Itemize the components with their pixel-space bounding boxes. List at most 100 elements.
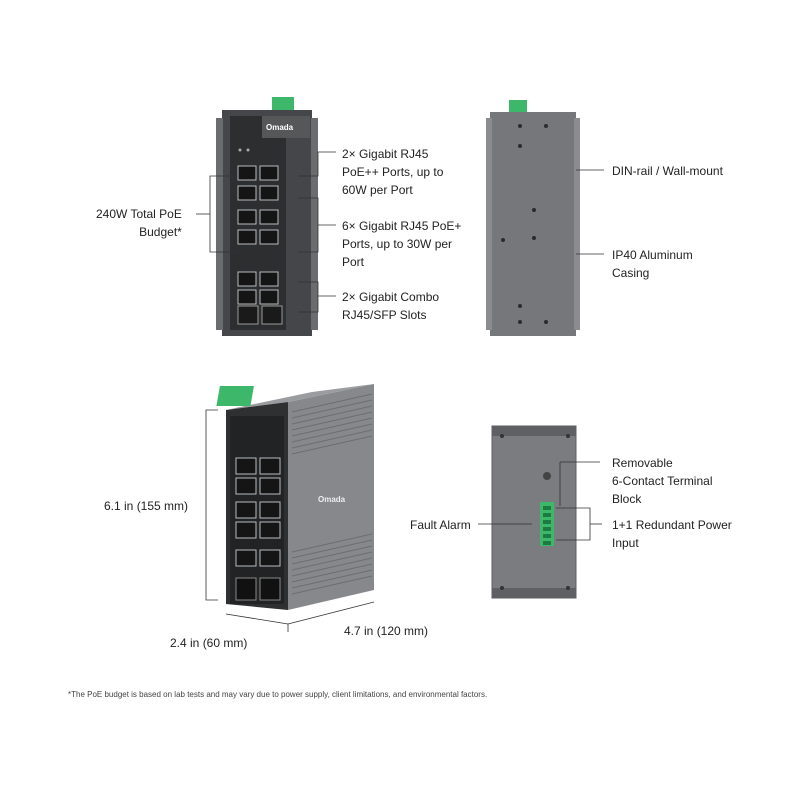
- iso-view: Omada: [216, 384, 374, 610]
- iso-top-panel: [226, 384, 374, 410]
- footnote: *The PoE budget is based on lab tests an…: [68, 690, 488, 699]
- rj45-port: [237, 289, 257, 305]
- iso-terminal-icon: [216, 386, 254, 406]
- iso-brand: Omada: [318, 495, 346, 504]
- bottom-edge: [492, 588, 576, 598]
- fin-line: [291, 411, 373, 431]
- fin-line: [291, 435, 373, 455]
- rj45-port: [259, 501, 281, 519]
- fin-line: [291, 557, 373, 577]
- side-terminal-icon: [509, 100, 527, 114]
- label-depth: 2.4 in (60 mm): [170, 636, 248, 650]
- dim-depth: [225, 613, 289, 625]
- iso-ports: [235, 457, 281, 567]
- rj45-port: [235, 501, 257, 519]
- iso-sfp-slot: [235, 577, 257, 601]
- label-fault: Fault Alarm: [410, 518, 471, 532]
- rj45-port: [235, 457, 257, 475]
- callout-lines: [196, 151, 604, 632]
- front-brand: Omada: [266, 123, 294, 132]
- top-view: [491, 425, 577, 599]
- label-casing: IP40 Aluminum Casing: [612, 248, 693, 280]
- fin-line: [291, 405, 373, 425]
- screw-icon: [518, 144, 522, 148]
- led-icon: [238, 148, 242, 152]
- top-edge: [492, 426, 576, 436]
- iso-sfp-slot: [259, 577, 281, 601]
- rj45-port: [237, 185, 257, 201]
- side-view: [486, 100, 580, 336]
- rj45-port: [235, 521, 257, 539]
- ground-screw-icon: [543, 472, 551, 480]
- screw-icon: [518, 124, 522, 128]
- screw-icon: [544, 320, 548, 324]
- label-height: 6.1 in (155 mm): [104, 499, 189, 513]
- fin-line: [291, 393, 373, 413]
- led-icon: [246, 148, 250, 152]
- rj45-port: [259, 549, 281, 567]
- fin-line: [291, 569, 373, 589]
- sfp-slot: [261, 305, 283, 325]
- label-poe-plus-plus: 2× Gigabit RJ45 PoE++ Ports, up to 60W p…: [342, 147, 444, 197]
- label-poe-plus: 6× Gigabit RJ45 PoE+ Ports, up to 30W pe…: [342, 219, 462, 269]
- iso-fins: [291, 393, 373, 595]
- fin-line: [291, 551, 373, 571]
- side-fins-right: [574, 118, 580, 330]
- label-width: 4.7 in (120 mm): [344, 624, 429, 638]
- fin-line: [291, 423, 373, 443]
- fin-line: [291, 429, 373, 449]
- screw-icon: [532, 208, 536, 212]
- rj45-port: [259, 165, 279, 181]
- front-fins-left: [216, 118, 223, 330]
- screw-icon: [544, 124, 548, 128]
- screw-icon: [532, 236, 536, 240]
- screw-icon: [518, 320, 522, 324]
- rj45-port: [235, 549, 257, 567]
- fin-line: [291, 563, 373, 583]
- rj45-port: [259, 271, 279, 287]
- fin-line: [291, 545, 373, 565]
- screw-icon: [500, 434, 504, 438]
- rj45-port: [259, 229, 279, 245]
- rj45-port: [259, 457, 281, 475]
- screw-icon: [518, 304, 522, 308]
- rj45-port: [237, 165, 257, 181]
- rj45-port: [237, 229, 257, 245]
- label-mount: DIN-rail / Wall-mount: [612, 164, 723, 178]
- rj45-port: [235, 477, 257, 495]
- screw-icon: [501, 238, 505, 242]
- dim-height: [205, 409, 218, 601]
- terminal-block-icon: [272, 97, 294, 111]
- screw-icon: [566, 434, 570, 438]
- rj45-port: [259, 289, 279, 305]
- front-logo-plate: [262, 116, 310, 138]
- rj45-port: [237, 271, 257, 287]
- screw-icon: [566, 586, 570, 590]
- rj45-port: [237, 209, 257, 225]
- side-body: [490, 112, 576, 336]
- sfp-slot: [237, 305, 259, 325]
- rj45-port: [259, 209, 279, 225]
- screw-icon: [500, 586, 504, 590]
- fin-line: [291, 417, 373, 437]
- label-terminal: Removable 6-Contact Terminal Block: [612, 456, 713, 506]
- rj45-port: [259, 477, 281, 495]
- label-power: 1+1 Redundant Power Input: [612, 518, 732, 550]
- dim-width: [287, 601, 375, 625]
- fin-line: [291, 533, 373, 553]
- rj45-port: [259, 521, 281, 539]
- front-fins-right: [311, 118, 318, 330]
- top-body: [491, 425, 577, 599]
- fin-line: [291, 399, 373, 419]
- front-view: Omada: [216, 97, 318, 336]
- label-combo: 2× Gigabit Combo RJ45/SFP Slots: [342, 290, 440, 322]
- bracket-combo: [298, 281, 319, 313]
- fin-line: [291, 539, 373, 559]
- leader-poe-plus-plus: [298, 151, 336, 177]
- side-fins-left: [486, 118, 492, 330]
- fin-line: [291, 575, 373, 595]
- front-ports: [237, 165, 279, 305]
- label-poe-budget: 240W Total PoE Budget*: [96, 207, 182, 239]
- rj45-port: [259, 185, 279, 201]
